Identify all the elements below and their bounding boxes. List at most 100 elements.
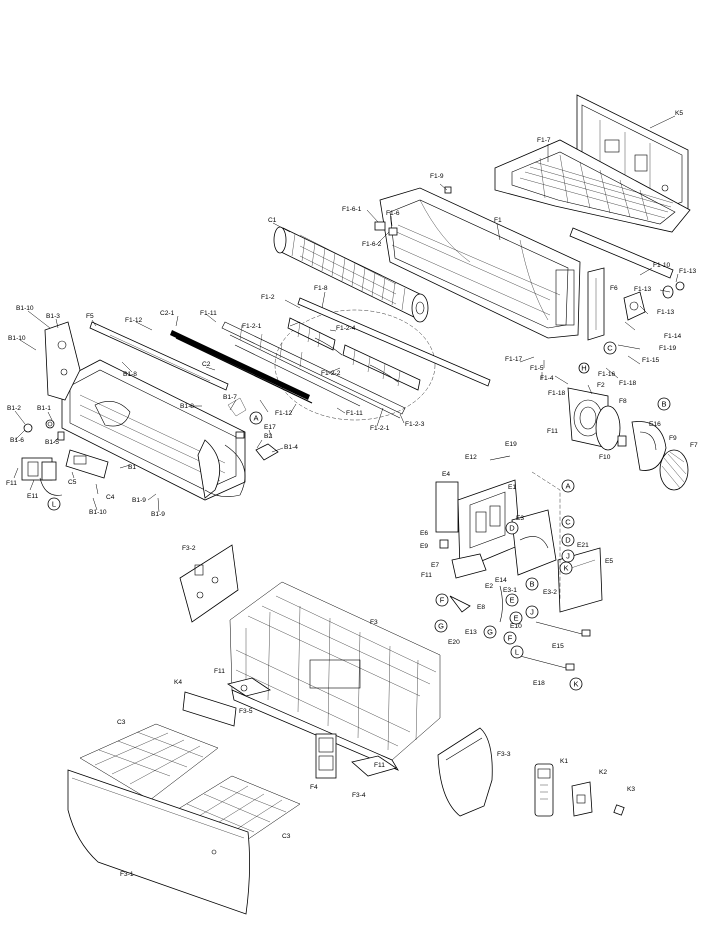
clips-f1-6 [374,186,452,236]
label-b1-9-a: B1-9 [132,497,146,504]
label-f1-4: F1-4 [540,375,554,382]
svg-text:D: D [565,536,571,545]
label-f11-a: F11 [6,480,17,487]
label-e4: E4 [442,471,450,478]
svg-text:G: G [487,628,493,637]
svg-text:L: L [515,648,519,657]
label-f1-2-2: F1-2-2 [321,370,341,377]
label-e20: E20 [448,639,460,646]
bracket-f6 [587,267,605,341]
label-f1-19: F1-19 [659,345,677,352]
label-f1-2-1-b: F1-2-1 [370,425,390,432]
label-e9: E9 [420,543,428,550]
label-c4: C4 [106,494,115,501]
label-c2: C2 [202,361,211,368]
svg-text:D: D [509,524,515,533]
label-e1: E1 [508,484,516,491]
callout-h-top: H [578,362,590,374]
label-e2: E2 [485,583,493,590]
label-f1-11-a: F1-11 [200,310,217,317]
louver-assembly-f1-2 [221,297,491,421]
bracket-f1-14 [623,291,646,321]
label-c5: C5 [68,479,77,486]
svg-text:F: F [440,596,445,605]
main-housing-f1 [379,187,581,339]
label-f1-13-b: F1-13 [634,286,652,293]
label-f1: F1 [494,217,502,224]
small-parts-b2 [227,397,279,461]
svg-text:K: K [563,564,568,573]
callout-e-elec-b: E [509,611,523,625]
svg-text:F: F [508,634,513,643]
front-frame-b1 [61,359,246,501]
callout-d-elec: D [505,521,519,535]
label-b1-8-b: B1-8 [180,403,194,410]
label-f11-e: F11 [374,762,385,769]
callout-f-elec-b: F [503,631,517,645]
svg-text:H: H [581,364,586,373]
svg-text:C: C [565,518,571,527]
part-labels: K5 F1-7 F1-9 F1-6-1 F1-6 F1-6-2 C1 F1 F1… [6,110,698,878]
label-f1-10: F1-10 [653,262,671,269]
label-f3-4: F3-4 [352,792,366,799]
sensors-e15-e18 [519,621,591,671]
svg-text:E: E [509,596,514,605]
label-b1-10-a: B1-10 [16,305,34,312]
label-b1-9-b: B1-9 [151,511,165,518]
rails-c2 [170,330,313,404]
callout-markers: A B C L H A C D J K D E B J F E G F G L … [47,341,671,691]
air-filter-c3-upper [79,723,219,801]
label-f11-b: F11 [547,428,558,435]
label-k3: K3 [627,786,635,793]
callout-l-elec: L [510,645,524,659]
display-f4 [315,733,337,779]
label-f10: F10 [599,454,611,461]
remote-holder-k2 [571,781,593,817]
label-e13: E13 [465,629,477,636]
callout-b-right: B [657,397,671,411]
label-b1-8-a: B1-8 [123,371,137,378]
svg-text:A: A [565,482,570,491]
svg-text:L: L [52,500,56,509]
callout-j-elec: J [525,605,539,619]
label-f5: F5 [86,313,94,320]
label-f1-11-b: F1-11 [346,410,363,417]
label-f1-18-b: F1-18 [548,390,566,397]
label-b1-2: B1-2 [7,405,21,412]
chassis-f3 [229,581,441,771]
label-f11-c: F11 [421,572,432,579]
label-f1-2-1-a: F1-2-1 [242,323,262,330]
label-e18: E18 [533,680,545,687]
label-e3-1: E3-1 [503,587,517,594]
label-e15: E15 [552,643,564,650]
label-e10: E10 [510,623,522,630]
label-e17: E17 [264,424,276,431]
label-f1-9: F1-9 [430,173,444,180]
svg-text:C: C [607,344,613,353]
callout-l-left: L [47,497,61,511]
label-f1-6-1: F1-6-1 [342,206,362,213]
bracket-f3-4 [351,755,397,777]
callout-g-elec-b: G [483,625,497,639]
small-parts-left [21,419,109,496]
parts-k4-f3-5 [182,677,271,727]
callout-b-elec: B [525,577,539,591]
label-f1-12-b: F1-12 [275,410,293,417]
label-f3-3: F3-3 [497,751,511,758]
label-b1: B1 [128,464,136,471]
crossflow-fan-c1 [273,226,429,323]
label-f3-5: F3-5 [239,708,253,715]
callout-c-top: C [603,341,617,355]
svg-text:K: K [573,680,578,689]
remote-control-k1 [534,763,554,817]
label-f9: F9 [669,435,677,442]
label-f6: F6 [610,285,618,292]
label-f11-d: F11 [214,668,225,675]
label-e12: E12 [465,454,477,461]
label-c3-a: C3 [117,719,126,726]
label-f1-18-a: F1-18 [619,380,637,387]
label-f1-7: F1-7 [537,137,551,144]
svg-text:J: J [566,552,570,561]
callout-k-box: K [559,561,573,575]
label-c1: C1 [268,217,277,224]
